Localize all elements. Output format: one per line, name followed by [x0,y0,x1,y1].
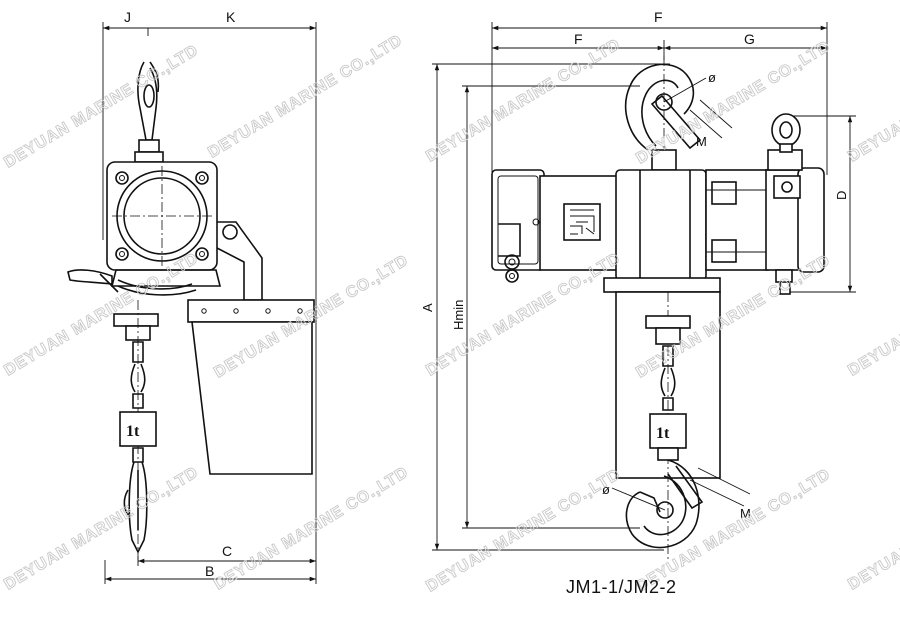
top-hook-diameter: ø [708,70,716,85]
bottom-hook-throat: M [740,506,751,521]
dim-c-b: C B [104,300,317,584]
dim-label-g: G [744,31,755,47]
watermark-2: DEYUAN MARINE CO.,LTD [205,32,405,162]
front-right-motor [705,113,825,295]
front-chain: 1t ø M [602,292,751,560]
dim-label-k: K [226,9,236,25]
dim-label-f-total: F [654,9,663,25]
watermark-15: DEYUAN MARINE CO.,LTD [845,464,900,594]
side-chain-bucket [187,299,315,475]
dim-label-j: J [124,9,131,25]
front-load-tag: 1t [656,425,670,442]
watermark-3: DEYUAN MARINE CO.,LTD [423,36,623,166]
side-view: J K [67,9,317,584]
side-load-tag: 1t [126,423,140,440]
side-chain: 1t [113,300,159,560]
watermark-10: DEYUAN MARINE CO.,LTD [845,250,900,380]
dim-label-hmin: Hmin [451,300,466,330]
watermark-1: DEYUAN MARINE CO.,LTD [1,42,201,172]
watermark-11: DEYUAN MARINE CO.,LTD [1,464,201,594]
dim-label-d: D [834,191,849,200]
bottom-hook-diameter: ø [602,482,610,497]
watermark-4: DEYUAN MARINE CO.,LTD [633,38,833,168]
model-caption: JM1-1/JM2-2 [566,577,677,597]
watermark-6: DEYUAN MARINE CO.,LTD [1,250,201,380]
dim-label-f-left: F [574,31,583,47]
dim-a-hmin: A Hmin [420,63,670,551]
watermark-12: DEYUAN MARINE CO.,LTD [211,464,411,594]
front-left-motor [491,169,619,283]
front-view: F F G A Hmin D [420,9,856,560]
watermark-13: DEYUAN MARINE CO.,LTD [423,466,623,596]
dim-label-b: B [205,563,214,579]
dim-f-g: F F G [491,9,828,175]
top-hook-throat: M [696,134,707,149]
watermark-5: DEYUAN MARINE CO.,LTD [845,36,900,166]
dim-label-c: C [222,543,232,559]
dim-j-k: J K [102,9,317,300]
dim-d: D [790,115,856,293]
dim-label-a: A [420,303,435,312]
